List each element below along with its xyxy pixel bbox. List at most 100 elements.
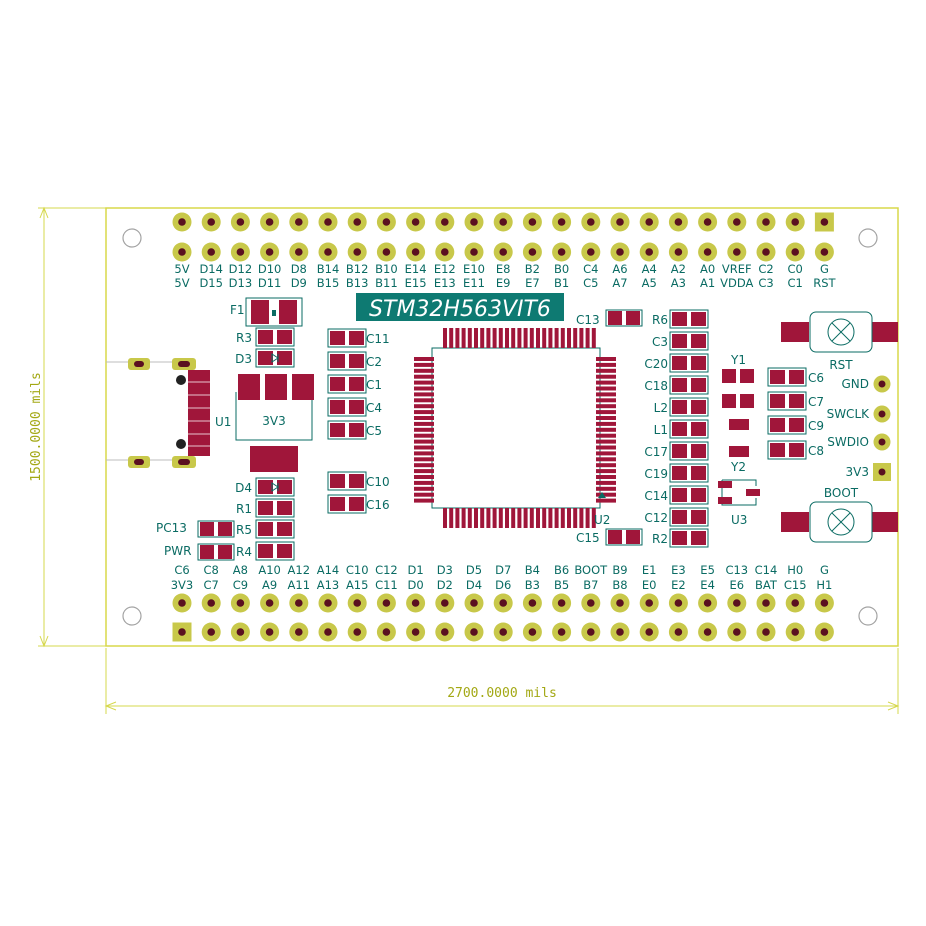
status-leds: PC13 PWR (156, 520, 235, 561)
header-pin-label: E5 (700, 563, 715, 577)
header-pin-label: 5V (174, 262, 189, 276)
mcu-u2 (414, 328, 616, 528)
fuse-f1 (245, 297, 303, 327)
cap-c5: C5 (327, 420, 382, 440)
part-c18: C18 (644, 375, 709, 395)
c15-label: C15 (576, 531, 600, 545)
cap-c16-label: C16 (366, 498, 390, 512)
resistor-r1-label: R1 (236, 502, 252, 516)
header-pin-label: E3 (671, 563, 686, 577)
header-pin-label: A11 (288, 578, 311, 592)
cap-c1: C1 (327, 374, 382, 394)
crystal-y1: Y1 (722, 353, 754, 408)
part-c20: C20 (644, 353, 709, 373)
header-pin-label: E15 (405, 276, 427, 290)
resistor-r5: R5 (236, 519, 295, 539)
rst-button-label: RST (829, 358, 853, 372)
header-pin-label: C15 (784, 578, 807, 592)
cap-c6: C6 (767, 367, 824, 387)
header-pin-label: E12 (434, 262, 456, 276)
cap-c4-label: C4 (366, 401, 382, 415)
header-pin-label: D9 (291, 276, 307, 290)
header-pin-label: A7 (612, 276, 627, 290)
header-pin-label: E10 (463, 262, 485, 276)
header-pin-label: C8 (204, 563, 219, 577)
header-pin-label: B0 (554, 262, 569, 276)
header-pin-label: A15 (346, 578, 369, 592)
header-pin-label: C12 (375, 563, 398, 577)
cap-c8-label: C8 (808, 444, 824, 458)
u1-label: U1 (215, 415, 231, 429)
width-dimension-label: 2700.0000 mils (447, 686, 557, 701)
header-pin-label: D11 (258, 276, 282, 290)
regulator-label: 3V3 (262, 414, 285, 428)
part-c14: C14 (644, 485, 709, 505)
chip-title-background (356, 293, 564, 321)
part-r2: R2 (652, 528, 709, 548)
regulator-u1: U1 3V3 (215, 374, 314, 472)
header-pin-label: D5 (466, 563, 482, 577)
header-pin-label: A4 (642, 262, 657, 276)
header-pin-label: A14 (317, 563, 340, 577)
diode-d3-label: D3 (235, 352, 252, 366)
swd-header: GND SWCLK SWDIO 3V3 (827, 375, 891, 481)
header-pin-label: C13 (725, 563, 748, 577)
cap-c2-label: C2 (366, 355, 382, 369)
resistor-r3: R3 (236, 327, 295, 347)
part-c19: C19 (644, 463, 709, 483)
cap-c8: C8 (767, 440, 824, 460)
header-pin-label: C9 (233, 578, 248, 592)
swd-3v3-label: 3V3 (846, 465, 869, 479)
header-pin-label: E7 (525, 276, 540, 290)
header-pin-label: 5V (174, 276, 189, 290)
header-pin-label: B2 (525, 262, 540, 276)
header-pin-label: D12 (229, 262, 253, 276)
header-pin-label: D2 (437, 578, 453, 592)
crystal-y2: Y2 (729, 419, 749, 474)
header-pin-label: A9 (262, 578, 277, 592)
cap-c4: C4 (327, 397, 382, 417)
part-l2-label: L2 (654, 401, 668, 415)
header-pin-label: D6 (495, 578, 511, 592)
diode-d3: D3 (235, 348, 295, 368)
y1-label: Y1 (730, 353, 746, 367)
header-pin-label: B10 (375, 262, 398, 276)
header-pin-label: D15 (199, 276, 223, 290)
header-pin-label: BAT (755, 578, 778, 592)
header-pin-label: G (820, 563, 829, 577)
height-dimension-label: 1500.0000 mils (29, 372, 44, 482)
mounting-holes (122, 228, 878, 626)
header-pin-label: A5 (642, 276, 657, 290)
header-pin-label: A3 (671, 276, 686, 290)
part-r6: R6 (652, 309, 709, 329)
header-pin-label: A2 (671, 262, 686, 276)
header-pin-label: C3 (758, 276, 773, 290)
resistor-r5-label: R5 (236, 523, 252, 537)
chip-title: STM32H563VIT6 (369, 297, 551, 322)
header-pin-label: C2 (758, 262, 773, 276)
u3-label: U3 (731, 513, 747, 527)
header-pin-label: B4 (525, 563, 540, 577)
cap-c13: C13 (576, 309, 643, 327)
top-pin-header: 5V5VD14D15D12D13D10D11D8D9B14B15B12B13B1… (172, 212, 837, 290)
part-c20-label: C20 (644, 357, 668, 371)
part-c12: C12 (644, 507, 709, 527)
u2-label: U2 (594, 513, 610, 527)
header-pin-label: C1 (788, 276, 803, 290)
board-outline (105, 207, 899, 647)
cap-c7: C7 (767, 391, 824, 411)
cap-c9-label: C9 (808, 419, 824, 433)
bottom-pin-header: C63V3C8C7A8C9A10A9A12A11A14A13C10A15C12C… (171, 563, 834, 642)
header-pin-label: B3 (525, 578, 540, 592)
resistor-r1: R1 (236, 498, 295, 518)
part-r2-label: R2 (652, 532, 668, 546)
header-pin-label: D14 (199, 262, 223, 276)
header-pin-label: B11 (375, 276, 398, 290)
cap-c7-label: C7 (808, 395, 824, 409)
part-c17-label: C17 (644, 445, 668, 459)
header-pin-label: G (820, 262, 829, 276)
header-pin-label: E0 (642, 578, 657, 592)
